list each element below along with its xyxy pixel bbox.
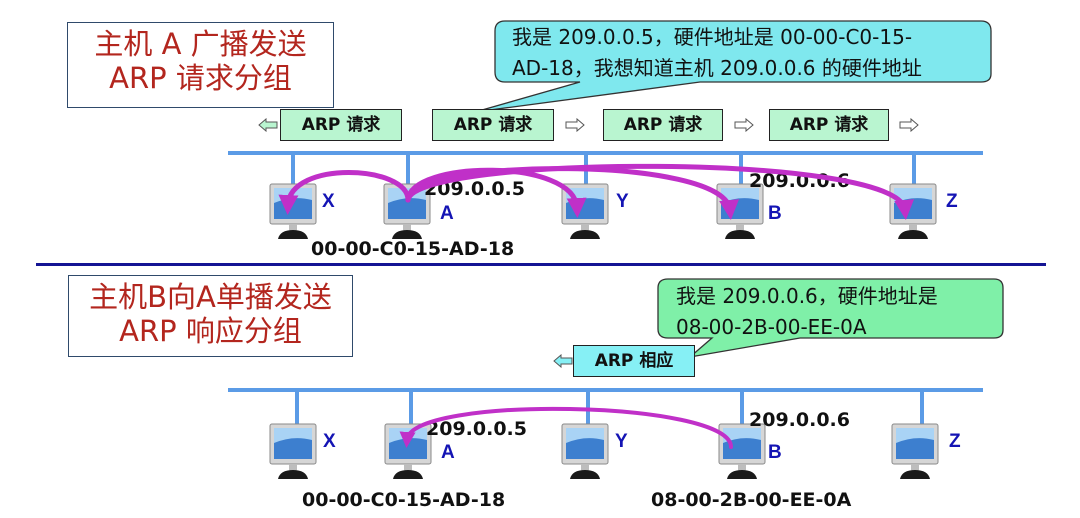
host-label-x: X: [322, 191, 335, 212]
bottom-network-bus: [228, 388, 983, 392]
top-title-line-1: 主机 A 广播发送: [94, 27, 307, 61]
right-hollow-arrow-icon: [899, 118, 919, 132]
host-label-y: Y: [615, 431, 628, 452]
top-network-bus: [228, 151, 983, 155]
arp-request-packet: ARP 请求: [769, 109, 889, 141]
bottom-title-box: 主机B向A单播发送 ARP 响应分组: [68, 275, 353, 357]
bus-drop: [295, 388, 299, 428]
right-hollow-arrow-icon: [565, 118, 585, 132]
bus-drop: [912, 151, 916, 191]
bottom-title-line-2: ARP 响应分组: [119, 314, 302, 348]
bus-drop: [409, 388, 413, 428]
host-b-ip: 209.0.0.6: [749, 409, 850, 431]
computer-icon: [268, 423, 318, 481]
top-bubble-line-1: 我是 209.0.0.5，硬件地址是 00-00-C0-15-: [512, 25, 913, 49]
host-a-ip: 209.0.0.5: [426, 418, 527, 440]
host-a-mac: 00-00-C0-15-AD-18: [311, 238, 515, 260]
arp-request-packet: ARP 请求: [280, 109, 402, 141]
bottom-title-line-1: 主机B向A单播发送: [89, 280, 332, 314]
left-hollow-arrow-icon: [553, 354, 573, 368]
right-hollow-arrow-icon: [734, 118, 754, 132]
unicast-arrow-to-a: [399, 406, 733, 449]
broadcast-arrow-to-x: [278, 170, 411, 215]
bottom-bubble-line-2: 08-00-2B-00-EE-0A: [676, 315, 867, 339]
host-label-b: B: [768, 203, 782, 224]
arp-reply-packet: ARP 相应: [573, 345, 695, 377]
top-title-line-2: ARP 请求分组: [109, 61, 292, 95]
host-label-b: B: [768, 442, 782, 463]
bus-drop: [291, 151, 295, 191]
arp-request-packet: ARP 请求: [432, 109, 554, 141]
computer-icon: [560, 423, 610, 481]
packet-label: ARP 请求: [789, 115, 869, 135]
broadcast-arrow-to-z: [405, 163, 915, 220]
packet-label: ARP 请求: [301, 115, 381, 135]
host-label-x: X: [323, 431, 336, 452]
arp-request-packet: ARP 请求: [603, 109, 723, 141]
host-label-z: Z: [949, 431, 961, 452]
top-title-box: 主机 A 广播发送 ARP 请求分组: [67, 22, 334, 108]
host-a-ip: 209.0.0.5: [424, 178, 525, 200]
packet-label: ARP 请求: [453, 115, 533, 135]
computer-icon: [890, 423, 940, 481]
top-bubble-line-2: AD-18，我想知道主机 209.0.0.6 的硬件地址: [512, 56, 922, 80]
host-label-y: Y: [616, 191, 629, 212]
section-divider: [36, 263, 1046, 266]
bus-drop: [740, 388, 744, 428]
left-hollow-arrow-icon: [258, 118, 278, 132]
host-a-mac: 00-00-C0-15-AD-18: [302, 489, 506, 511]
host-label-z: Z: [946, 191, 958, 212]
host-b-mac: 08-00-2B-00-EE-0A: [651, 489, 852, 511]
bus-drop: [406, 151, 410, 191]
packet-label: ARP 请求: [623, 115, 703, 135]
host-label-a: A: [440, 203, 454, 224]
host-label-a: A: [441, 442, 455, 463]
packet-label: ARP 相应: [594, 351, 674, 371]
bottom-bubble-line-1: 我是 209.0.0.6，硬件地址是: [676, 284, 938, 308]
bus-drop: [920, 388, 924, 428]
